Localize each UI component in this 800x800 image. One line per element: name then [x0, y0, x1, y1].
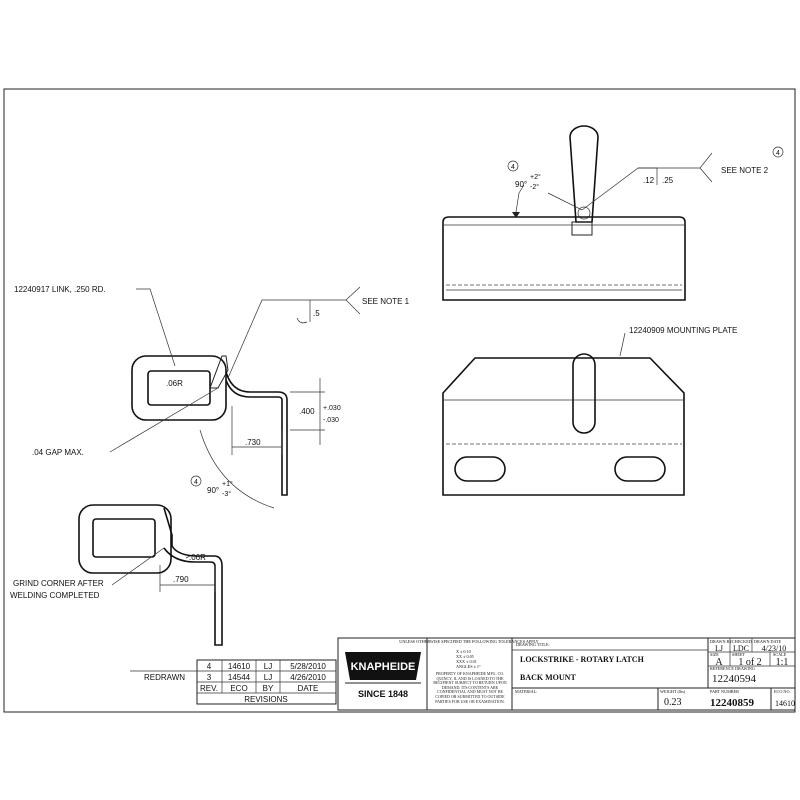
dim-25: .25	[662, 176, 674, 185]
part-number-label: PART NUMBER	[710, 689, 739, 694]
rev-row2-date: 4/26/2010	[290, 673, 326, 682]
logo-text: KNAPHEIDE	[351, 661, 416, 673]
title-line-1: LOCKSTRIKE - ROTARY LATCH	[520, 655, 645, 664]
angle-top-plus: +2°	[530, 173, 541, 181]
angle-top-minus: -2°	[530, 183, 539, 191]
sheet-value: 1 of 2	[738, 657, 761, 668]
radius-06-top: .06R	[166, 379, 183, 388]
rev-marker-mid-text: 4	[194, 479, 198, 486]
rev-row2-by: LJ	[264, 673, 272, 682]
rev-row1-eco: 14610	[228, 662, 251, 671]
link-detail-top	[109, 286, 361, 509]
grind-line-2: WELDING COMPLETED	[10, 591, 100, 600]
sheet-border	[3, 88, 796, 713]
rev-header-eco: ECO	[230, 684, 247, 693]
drawn-by: LJ	[715, 644, 723, 653]
tolerance-row-1: X ± 0.10	[456, 649, 471, 654]
rev-row2-eco: 14544	[228, 673, 251, 682]
size-value: A	[715, 657, 723, 668]
rev-marker-mid	[190, 475, 202, 487]
dim-400: .400	[299, 407, 315, 416]
tol-plus: +.030	[323, 405, 341, 412]
weight-value: 0.23	[664, 697, 682, 708]
angle-mid-plus: +1°	[222, 480, 233, 488]
checked-label: CHECKED	[732, 639, 752, 644]
dim-730: .730	[245, 438, 261, 447]
angle-mid-base: 90°	[207, 486, 219, 495]
scale-value: 1:1	[776, 657, 789, 668]
knapheide-logo	[345, 652, 421, 680]
dim-5: .5	[313, 309, 320, 318]
drawn-by-label: DRAWN BY	[710, 639, 732, 644]
weight-label: WEIGHT (lbs)	[660, 689, 686, 694]
revisions-footer: REVISIONS	[244, 695, 288, 704]
link-label: 12240917 LINK, .250 RD.	[14, 285, 106, 294]
drawn-date: 4/23/10	[762, 644, 786, 653]
top-view	[442, 125, 713, 301]
size-label: SIZE	[710, 652, 719, 657]
redrawn-label: REDRAWN	[144, 673, 185, 682]
see-note-1-label: SEE NOTE 1	[362, 297, 410, 306]
reference-number: 12240594	[712, 673, 757, 685]
rev-row1-rev: 4	[207, 662, 212, 671]
checked-by: LDC	[733, 644, 749, 653]
title-line-2: BACK MOUNT	[520, 673, 576, 682]
rev-marker-top-text: 4	[511, 164, 515, 171]
tolerance-row-3: XXX ± 0.01	[456, 659, 477, 664]
sheet-label: SHEET	[732, 652, 745, 657]
rev-row1-date: 5/28/2010	[290, 662, 326, 671]
grind-line-1: GRIND CORNER AFTER	[13, 579, 104, 588]
material-label: MATERIAL:	[515, 689, 537, 694]
radius-06-bottom: .06R	[189, 553, 206, 562]
tolerance-row-2: XX ± 0.05	[456, 654, 474, 659]
dim-12: .12	[643, 176, 655, 185]
title-block	[337, 637, 796, 711]
drawn-date-label: DRAWN DATE	[754, 639, 782, 644]
gap-max-label: .04 GAP MAX.	[32, 448, 84, 457]
rev-marker-top	[507, 160, 519, 172]
rev-row2-rev: 3	[207, 673, 212, 682]
since-1848: SINCE 1848	[358, 689, 408, 699]
revisions-table	[130, 659, 337, 705]
tolerance-header: UNLESS OTHERWISE SPECIFIED THE FOLLOWING…	[399, 639, 538, 644]
scale-label: SCALE	[773, 652, 787, 657]
reference-label: REFERENCE DRAWING	[710, 666, 755, 671]
rev-header-date: DATE	[298, 684, 319, 693]
part-number: 12240859	[710, 697, 755, 709]
eco-number-label: ECO NO.	[774, 689, 791, 694]
angle-top-base: 90°	[515, 180, 527, 189]
tol-minus: -.030	[323, 417, 339, 424]
rev-marker-note2-text: 4	[776, 150, 780, 157]
rev-row1-by: LJ	[264, 662, 272, 671]
property-note: PROPERTY OF KNAPHEIDE MFG. CO. QUINCY, I…	[433, 672, 507, 704]
tolerance-row-4: ANGLES ± 1°	[456, 664, 481, 669]
angle-mid-minus: -3°	[222, 490, 231, 498]
eco-number: 14610	[775, 699, 795, 708]
drawing-title-label: DRAWING TITLE:	[516, 642, 550, 647]
mounting-plate-label: 12240909 MOUNTING PLATE	[629, 326, 737, 335]
property-note-box: PROPERTY OF KNAPHEIDE MFG. CO. QUINCY, I…	[433, 672, 507, 704]
link-detail-bottom	[78, 504, 223, 646]
see-note-2-label: SEE NOTE 2	[721, 166, 769, 175]
rev-marker-note2	[772, 146, 784, 158]
front-view	[442, 332, 685, 496]
rev-header-by: BY	[263, 684, 274, 693]
rev-header-rev: REV.	[200, 684, 218, 693]
dim-790: .790	[173, 575, 189, 584]
